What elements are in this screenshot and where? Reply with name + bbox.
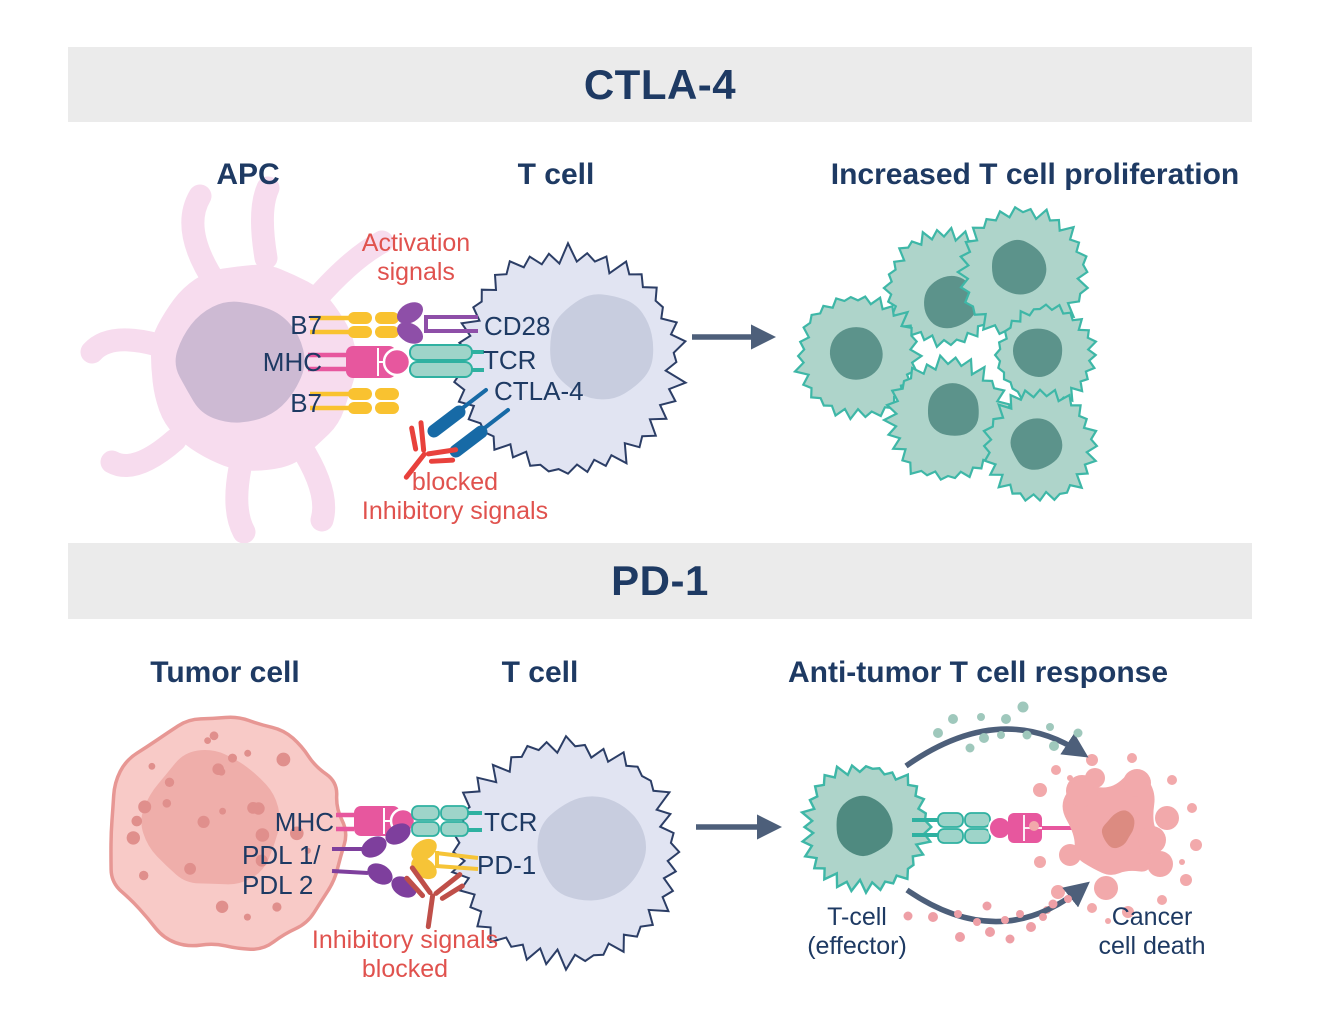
tumor-nucleus [141, 750, 280, 885]
cytokine-dots-top [933, 701, 1083, 753]
ctla4-banner-title: CTLA-4 [583, 60, 737, 108]
label-b7-bottom: B7 [290, 388, 322, 418]
label-ctla4: CTLA-4 [494, 376, 584, 406]
activation-signals-note: Activation signals [361, 229, 471, 286]
ctla4-banner: CTLA-4 [68, 47, 1252, 122]
column-header-apc: APC [216, 158, 280, 191]
t-cell-bottom-nucleus [537, 796, 647, 901]
blocked-inhibitory-note: blocked Inhibitory signals [361, 468, 549, 525]
b7-receptor-top [310, 312, 399, 338]
debris-core [1101, 810, 1135, 849]
tumor-cell [109, 715, 348, 951]
label-mhc-bottom: MHC [274, 807, 334, 837]
proliferating-t-cells [792, 205, 1099, 503]
column-header-tcell-top: T cell [517, 158, 595, 191]
pdl-receptor [331, 823, 417, 898]
inhibitory-blocked-note: Inhibitory signals blocked [311, 926, 499, 983]
b7-receptor-bottom [310, 388, 399, 414]
column-header-tcell-bottom: T cell [501, 656, 579, 689]
apc-nucleus [175, 301, 305, 423]
column-header-antitumor: Anti-tumor T cell response [787, 656, 1169, 689]
ctla4-blocking-antibody-icon [403, 420, 459, 480]
effector-tcell-caption: T-cell (effector) [807, 903, 907, 960]
cancer-death-caption: Cancer cell death [1098, 903, 1206, 960]
t-cell-bottom [450, 734, 681, 972]
tumor-granules [126, 731, 311, 921]
tcr-receptor-bottom [411, 805, 482, 837]
label-tcr-bottom: TCR [484, 807, 538, 837]
label-pd1: PD-1 [477, 850, 537, 880]
label-b7-top: B7 [290, 310, 322, 340]
t-cell-top-nucleus [550, 294, 654, 400]
tcr-receptor-top [409, 344, 484, 378]
effector-nucleus [836, 795, 893, 857]
ctla4-receptor [427, 388, 510, 458]
column-header-tumor: Tumor cell [150, 656, 300, 689]
label-pdl1: PDL 1/ [242, 840, 321, 870]
pd1-banner-title: PD-1 [611, 557, 709, 604]
pd1-banner: PD-1 [68, 543, 1252, 619]
apc-cell [80, 176, 394, 544]
curved-arrow-top [904, 726, 1089, 769]
label-mhc-top: MHC [262, 347, 322, 377]
tcr-mhc-bridge [912, 812, 1078, 844]
curved-arrow-bottom [905, 881, 1090, 925]
cytokine-dots-bottom [903, 895, 1072, 944]
label-pdl2: PDL 2 [242, 870, 314, 900]
label-cd28: CD28 [484, 311, 551, 341]
pd1-blocking-antibody-icon [404, 865, 465, 930]
label-tcr-top: TCR [483, 345, 537, 375]
mhc-receptor-apc [308, 346, 412, 378]
cancer-cell-debris [1029, 753, 1202, 924]
effector-t-cell [799, 763, 934, 896]
cd28-receptor [396, 302, 478, 344]
column-header-proliferation: Increased T cell proliferation [830, 158, 1240, 191]
